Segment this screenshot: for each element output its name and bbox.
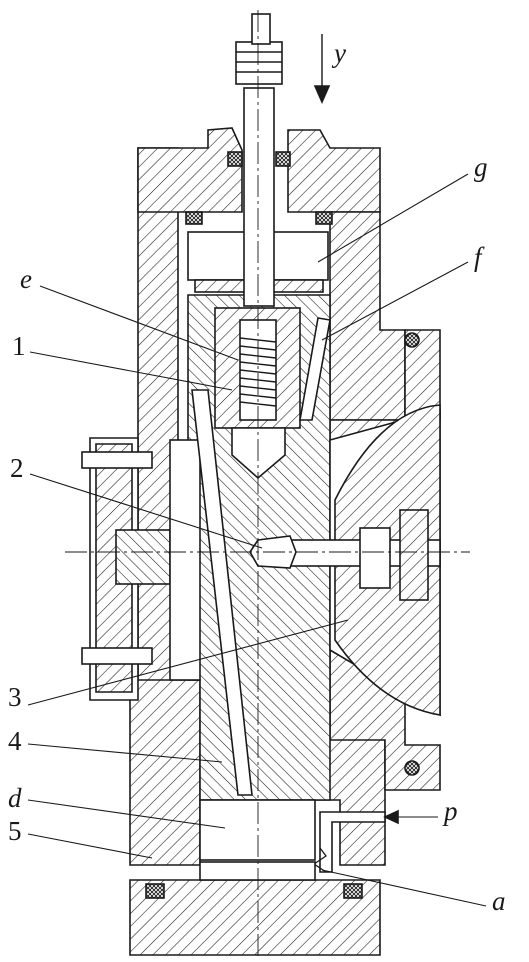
top-cap [137, 127, 243, 213]
callout-5: 5 [8, 816, 22, 846]
seal-top-left [227, 151, 243, 167]
callout-2: 2 [10, 453, 24, 483]
left-screw-bottom [81, 647, 153, 665]
callout-3: 3 [8, 682, 22, 712]
callout-a: a [492, 886, 506, 916]
callout-4: 4 [8, 726, 22, 756]
bottom-gap [199, 861, 316, 881]
leader-2 [29, 473, 263, 549]
shaft-collar [359, 527, 391, 589]
adjust-stem [243, 87, 275, 307]
callout-f: f [474, 242, 482, 272]
callout-g: g [474, 152, 488, 182]
leader-g [317, 173, 469, 263]
chamber-d [199, 799, 316, 861]
left-screw-top [81, 451, 153, 469]
left-cavity [169, 439, 201, 681]
arrow-p-head [383, 809, 399, 825]
leader-4 [27, 743, 223, 763]
bottom-plate [129, 879, 381, 956]
leader-e [39, 285, 239, 361]
leader-a [321, 869, 487, 907]
stem-nut-top [251, 13, 271, 45]
leader-d [27, 799, 226, 829]
leader-1 [29, 351, 233, 391]
direction-arrow-y-head [313, 85, 331, 104]
stem-nut [235, 41, 283, 85]
inlet-spring [312, 847, 327, 873]
inlet-passage [319, 811, 386, 873]
callout-y: y [334, 38, 346, 68]
housing-lower-left [129, 679, 201, 866]
leader-lines [27, 173, 487, 907]
leader-5 [27, 833, 153, 859]
seal-right-upper [404, 332, 420, 348]
shaft-bushing [399, 509, 429, 601]
seal-g-right [315, 211, 333, 225]
left-adjuster [115, 529, 171, 585]
callout-1: 1 [12, 331, 26, 361]
pilot-cone [231, 427, 286, 480]
passage-f [299, 317, 331, 421]
top-cap-right [287, 129, 381, 213]
seal-bottom-left [145, 883, 165, 899]
callout-d: d [8, 783, 22, 813]
callout-p: p [444, 796, 458, 826]
seal-top-right [275, 151, 291, 167]
left-flange-wall [95, 443, 133, 693]
center-lines [65, 10, 470, 960]
seal-right-lower [404, 760, 420, 776]
leader-3 [27, 619, 349, 706]
leader-f [321, 261, 469, 341]
callout-e: e [20, 264, 32, 294]
seal-bottom-right [343, 883, 363, 899]
passage-e [191, 389, 253, 796]
seal-g-left [185, 211, 203, 225]
